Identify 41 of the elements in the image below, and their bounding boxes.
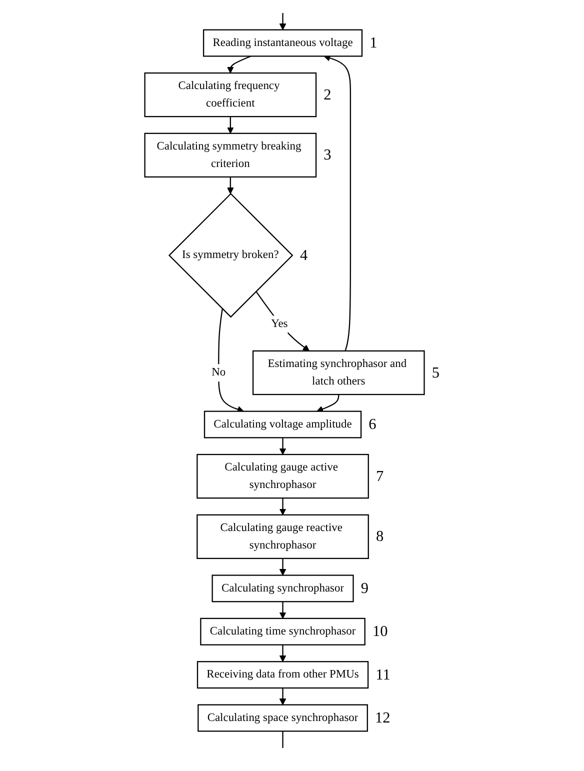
arrow — [279, 688, 286, 706]
node-box: Calculating frequency coefficient — [144, 72, 316, 118]
arrow — [255, 291, 310, 352]
connector — [282, 731, 284, 748]
node-box: Calculating voltage amplitude — [204, 410, 362, 438]
arrow — [279, 644, 286, 662]
step-number: 10 — [372, 623, 388, 640]
node-box: Calculating synchrophasor — [212, 574, 354, 602]
step-number: 4 — [300, 246, 308, 264]
arrow — [279, 602, 286, 619]
step-number: 2 — [324, 86, 332, 104]
arrow — [279, 13, 286, 30]
step-number: 11 — [376, 666, 390, 684]
arrow — [279, 558, 286, 576]
step-number: 3 — [324, 146, 332, 164]
step-number: 1 — [369, 34, 378, 52]
step-number: 6 — [368, 416, 376, 434]
edge-label: No — [211, 366, 226, 379]
arrow — [324, 54, 351, 352]
node-box: Receiving data from other PMUs — [196, 661, 368, 689]
node-box: Calculating gauge reactive synchrophasor — [196, 514, 369, 560]
node-box: Estimating synchrophasor and latch others — [252, 350, 425, 396]
edge-label: Yes — [270, 318, 288, 330]
node-diamond: Is symmetry broken? — [168, 192, 294, 318]
node-box: Calculating space synchrophasor — [197, 704, 368, 732]
arrow — [316, 394, 340, 412]
arrow — [226, 56, 251, 74]
arrow — [218, 308, 244, 413]
node-box: Calculating symmetry breaking criterion — [144, 132, 316, 178]
step-number: 7 — [376, 468, 384, 485]
step-number: 9 — [360, 580, 368, 598]
step-number: 8 — [376, 528, 384, 546]
step-number: 5 — [432, 364, 440, 382]
arrow — [279, 498, 286, 516]
node-box: Calculating gauge active synchrophasor — [196, 454, 369, 499]
arrow — [226, 116, 234, 134]
node-box: Calculating time synchrophasor — [200, 618, 366, 646]
arrow — [226, 176, 234, 194]
step-number: 12 — [374, 710, 390, 727]
node-box: Reading instantaneous voltage — [202, 29, 362, 57]
arrow — [279, 438, 286, 455]
